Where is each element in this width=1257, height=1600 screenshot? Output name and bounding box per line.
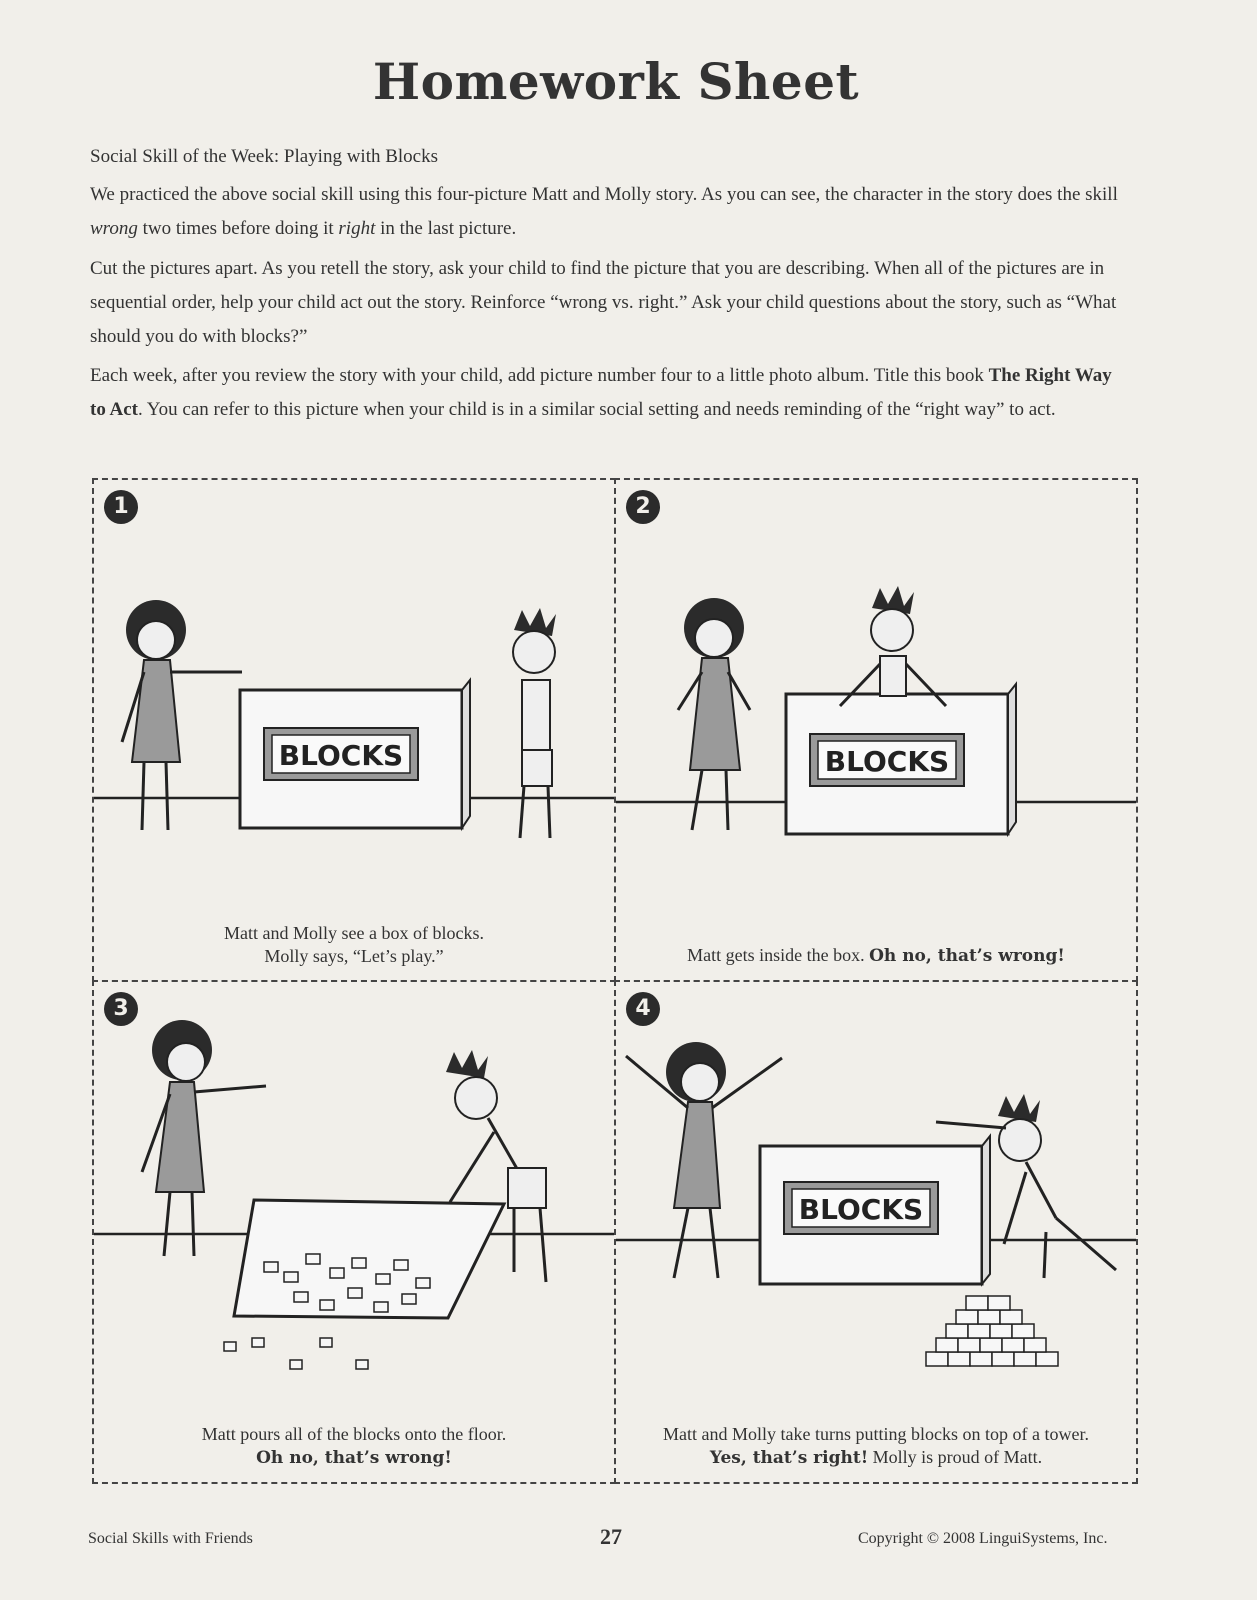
box-label: BLOCKS bbox=[825, 745, 949, 778]
panel-number-4: 4 bbox=[626, 992, 660, 1026]
panel-2-illustration: BLOCKS bbox=[616, 586, 1136, 838]
matt-figure bbox=[446, 1050, 548, 1283]
panel-1-caption: Matt and Molly see a box of blocks. Moll… bbox=[224, 923, 484, 966]
blocks-box: BLOCKS bbox=[758, 1133, 991, 1287]
panel-number-3: 3 bbox=[104, 992, 138, 1026]
molly-figure bbox=[625, 1042, 783, 1279]
story-panel-3: 3 bbox=[92, 980, 616, 1484]
blocks-box: BLOCKS bbox=[784, 681, 1017, 838]
intro-paragraph-1: We practiced the above social skill usin… bbox=[90, 184, 1118, 239]
panel-number-2: 2 bbox=[626, 490, 660, 524]
molly-figure bbox=[676, 598, 752, 831]
panel-4-illustration: BLOCKS bbox=[616, 1042, 1136, 1367]
story-panel-2: 2 BLOCKS bbox=[614, 478, 1138, 982]
page-number: 27 bbox=[600, 1524, 622, 1549]
panel-3-illustration bbox=[94, 1020, 614, 1370]
intro-paragraph-3: Each week, after you review the story wi… bbox=[90, 365, 1112, 420]
intro-paragraph-2: Cut the pictures apart. As you retell th… bbox=[90, 258, 1117, 347]
block-tower bbox=[925, 1295, 1059, 1367]
matt-figure bbox=[512, 608, 556, 839]
panel-2-caption: Matt gets inside the box. Oh no, that’s … bbox=[687, 945, 1065, 966]
skill-of-week: Social Skill of the Week: Playing with B… bbox=[90, 146, 439, 167]
spilled-blocks bbox=[223, 1253, 431, 1370]
matt-figure bbox=[935, 1094, 1117, 1279]
story-panels-grid: 1 BLOCKS bbox=[92, 478, 1144, 1490]
matt-figure bbox=[838, 586, 948, 708]
tipped-blocks-box bbox=[232, 1198, 507, 1320]
page-title: Homework Sheet bbox=[372, 52, 860, 111]
molly-figure bbox=[120, 600, 242, 831]
story-panel-4: 4 BLOCKS bbox=[614, 980, 1138, 1484]
panel-4-caption: Matt and Molly take turns putting blocks… bbox=[663, 1424, 1089, 1468]
footer-copyright: Copyright © 2008 LinguiSystems, Inc. bbox=[858, 1530, 1108, 1547]
molly-figure bbox=[140, 1020, 267, 1257]
box-label: BLOCKS bbox=[279, 739, 403, 772]
box-label: BLOCKS bbox=[799, 1193, 923, 1226]
blocks-box: BLOCKS bbox=[238, 677, 471, 832]
panel-1-illustration: BLOCKS bbox=[94, 600, 614, 839]
footer-book-title: Social Skills with Friends bbox=[88, 1530, 253, 1547]
story-panel-1: 1 BLOCKS bbox=[92, 478, 616, 982]
panel-number-1: 1 bbox=[104, 490, 138, 524]
panel-3-caption: Matt pours all of the blocks onto the fl… bbox=[201, 1424, 507, 1468]
